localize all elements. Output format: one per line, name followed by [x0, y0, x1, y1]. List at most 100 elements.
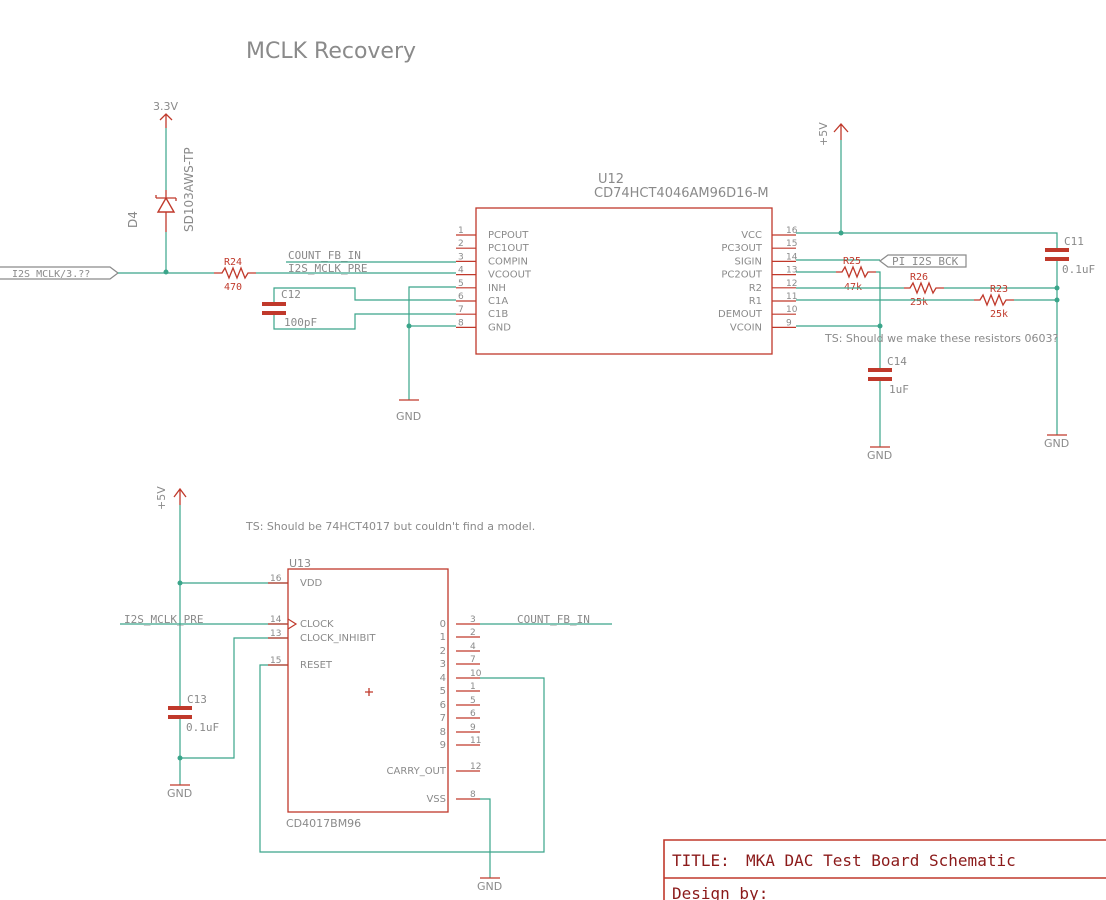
pin-name: CLOCK: [300, 619, 334, 630]
u13-pin-5: 56: [440, 696, 480, 711]
pin-number: 13: [270, 629, 281, 639]
pin-name: 2: [440, 646, 446, 657]
pin-name: INH: [488, 283, 506, 294]
c13-value: 0.1uF: [186, 721, 219, 734]
pin-number: 12: [470, 762, 481, 772]
title-block-design-by: Design by:: [672, 884, 768, 900]
c14-value: 1uF: [889, 383, 909, 396]
pin-number: 8: [470, 790, 476, 800]
capacitor-c12: C12 100pF: [262, 288, 317, 329]
pin-name: 7: [440, 713, 446, 724]
pin-number: 3: [470, 615, 476, 625]
c13-ref: C13: [187, 693, 207, 706]
gnd-label: GND: [477, 880, 502, 893]
gnd-symbol: GND: [1044, 434, 1069, 450]
pin-number: 9: [470, 723, 476, 733]
net-pi-i2s-bck-label: PI_I2S_BCK: [892, 255, 959, 268]
u13-pin-14: 14 CLOCK: [268, 615, 334, 630]
pin-number: 10: [470, 669, 482, 679]
junction-dot: [1054, 285, 1060, 291]
u12-right-pins: 16VCC15PC3OUT14SIGIN13PC2OUT12R211R110DE…: [718, 226, 798, 333]
pin-name: R1: [749, 296, 762, 307]
net-i2s-mclk-label: I2S_MCLK/3.??: [12, 269, 90, 280]
wire-c12-c1b: [273, 313, 456, 330]
r24-ref: R24: [224, 257, 242, 268]
r26-ref: R26: [910, 272, 928, 283]
r23-value: 25k: [990, 309, 1008, 320]
r24-value: 470: [224, 282, 242, 293]
pin-number: 6: [470, 709, 476, 719]
pin-number: 4: [470, 642, 476, 652]
pin-name: COMPIN: [488, 256, 528, 267]
pin-name: R2: [749, 283, 762, 294]
pin-number: 14: [270, 615, 282, 625]
junction-dot: [163, 269, 169, 275]
r26-value: 25k: [910, 297, 928, 308]
u13-pin-8: 8 VSS: [426, 790, 480, 805]
title-block-label: TITLE:: [672, 851, 730, 870]
power-3v3: 3.3V: [153, 100, 178, 128]
wire-vcc-c11: [796, 232, 1058, 248]
note-counter: TS: Should be 74HCT4017 but couldn't fin…: [245, 520, 535, 533]
power-5v-u12: +5V: [817, 122, 849, 146]
pin-number: 3: [458, 252, 464, 262]
u13-pin-9: 98: [440, 723, 480, 738]
u13-pin-11: 119: [440, 736, 482, 751]
pin-number: 13: [786, 266, 797, 276]
pin-name: VSS: [426, 794, 446, 805]
pin-name: C1A: [488, 296, 508, 307]
u13-pin-4: 42: [440, 642, 480, 657]
junction-dot: [1054, 297, 1060, 303]
pin-name: SIGIN: [735, 256, 762, 267]
wire-clock-inhibit: [180, 637, 288, 759]
u12-pin-3: 3 COMPIN: [456, 252, 528, 267]
r25-ref: R25: [843, 256, 861, 267]
c12-value: 100pF: [284, 316, 317, 329]
junction-dot: [877, 323, 883, 329]
power-5v-label: +5V: [155, 486, 168, 510]
pin-number: 15: [270, 656, 281, 666]
pin-number: 2: [458, 239, 464, 249]
capacitor-c14: C14 1uF: [868, 355, 909, 396]
clock-edge-icon: [287, 618, 298, 630]
c12-ref: C12: [281, 288, 301, 301]
wire-vss-gnd: [480, 798, 491, 878]
gnd-symbol: GND: [867, 446, 892, 462]
pin-number: 5: [470, 696, 476, 706]
pin-name: VCOIN: [730, 322, 762, 333]
wire-inh-gnd: [408, 286, 456, 400]
pin-number: 8: [458, 318, 464, 328]
power-5v-u13: +5V: [155, 486, 187, 510]
capacitor-c11: C11 0.1uF: [1045, 235, 1095, 276]
junction-dot: [406, 323, 412, 329]
junction-dot: [177, 755, 183, 761]
u13-ref: U13: [289, 557, 311, 570]
pin-name: 5: [440, 686, 446, 697]
net-i2s-mclk-pre-label: I2S_MCLK_PRE: [288, 262, 367, 275]
gnd-label: GND: [1044, 437, 1069, 450]
note-resistors: TS: Should we make these resistors 0603?: [824, 332, 1058, 345]
u13-pin-6: 67: [440, 709, 480, 724]
pin-name: 4: [440, 673, 446, 684]
resistor-r26: R26 25k: [904, 272, 944, 308]
net-i2s-mclk-pre-u13-label: I2S_MCLK_PRE: [124, 613, 203, 626]
pin-number: 16: [786, 226, 798, 236]
c14-ref: C14: [887, 355, 907, 368]
pin-number: 1: [470, 682, 476, 692]
sheet-title: MCLK Recovery: [246, 39, 416, 64]
